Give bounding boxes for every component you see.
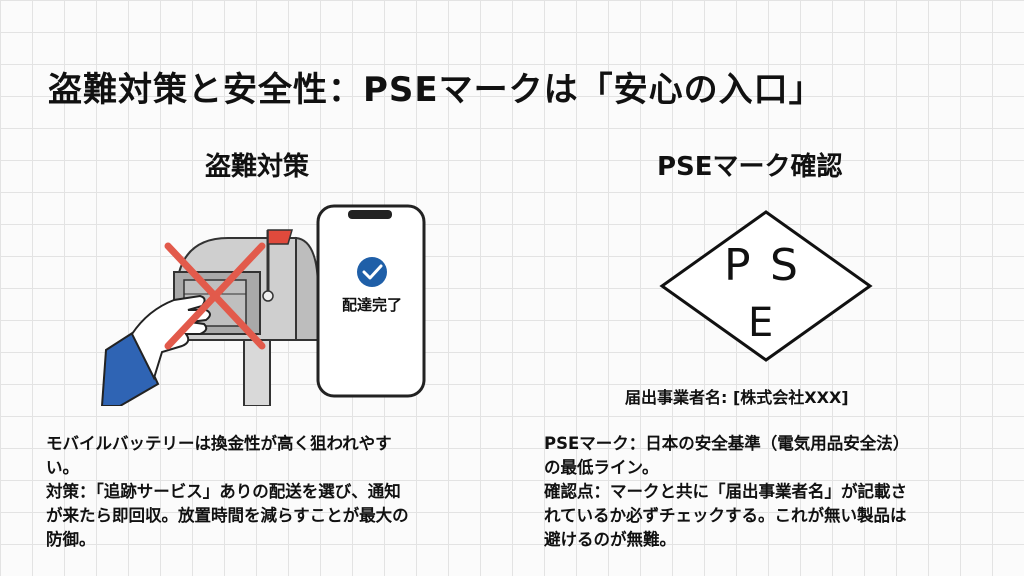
pse-letter-e: E bbox=[748, 300, 774, 346]
phone-status-text: 配達完了 bbox=[341, 296, 402, 314]
cross-icon bbox=[164, 242, 266, 350]
text-line: れているか必ずチェックする。これが無い製品は bbox=[544, 505, 907, 525]
text-line: が来たら即回収。放置時間を減らすことが最大の bbox=[46, 505, 409, 525]
page-title: 盗難対策と安全性：PSEマークは「安心の入口」 bbox=[48, 70, 824, 110]
theft-description: モバイルバッテリーは換金性が高く狙われやす い。 対策：「追跡サービス」ありの配… bbox=[46, 432, 484, 552]
text-line: 対策：「追跡サービス」ありの配送を選び、通知 bbox=[46, 481, 401, 501]
pse-diamond-mark bbox=[659, 210, 873, 362]
text-line: 防御。 bbox=[46, 529, 96, 549]
theft-heading: 盗難対策 bbox=[205, 152, 310, 182]
pse-description: PSEマーク：日本の安全基準（電気用品安全法） の最低ライン。 確認点：マークと… bbox=[544, 432, 984, 552]
check-circle-icon bbox=[357, 257, 387, 287]
text-line: 確認点：マークと共に「届出事業者名」が記載さ bbox=[544, 481, 907, 501]
pse-caption: 届出事業者名: [株式会社XXX] bbox=[625, 388, 849, 407]
text-line: の最低ライン。 bbox=[544, 457, 659, 477]
pse-letter-s: S bbox=[770, 240, 798, 291]
text-line: PSEマーク：日本の安全基準（電気用品安全法） bbox=[544, 434, 910, 453]
pse-letter-p: P bbox=[724, 240, 751, 291]
theft-illustration bbox=[100, 204, 426, 406]
flag-icon bbox=[267, 229, 293, 245]
pse-heading: PSEマーク確認 bbox=[657, 152, 843, 182]
text-line: モバイルバッテリーは換金性が高く狙われやす bbox=[46, 434, 392, 453]
text-line: 避けるのが無難。 bbox=[544, 529, 676, 549]
text-line: い。 bbox=[46, 457, 79, 477]
